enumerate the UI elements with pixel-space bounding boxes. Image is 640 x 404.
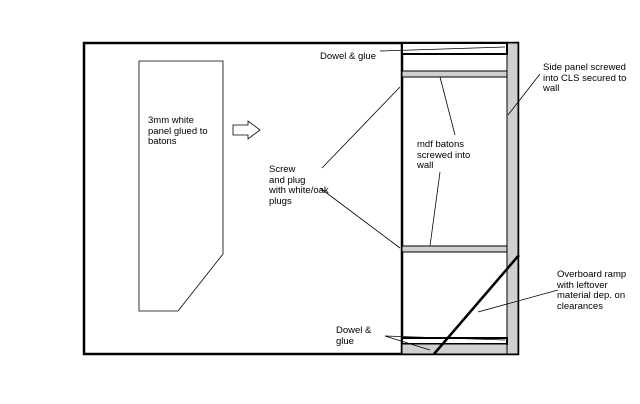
mdf-baton-middle — [401, 245, 508, 253]
leader-side-panel — [507, 73, 541, 116]
label-overboard-ramp: Overboard ramp with leftover material de… — [557, 269, 627, 312]
ramp-diagonal — [433, 254, 520, 355]
leader-mdf-lower — [429, 171, 441, 247]
mdf-baton-top — [401, 70, 508, 78]
label-dowel-top: Dowel & glue — [320, 51, 376, 62]
bottom-ramp-base — [401, 343, 508, 355]
leader-mdf-upper — [439, 76, 456, 136]
label-screw-plug: Screw and plug with white/oak plugs — [269, 164, 329, 207]
label-white-panel: 3mm white panel glued to batons — [148, 115, 208, 147]
label-dowel-bottom: Dowel & glue — [336, 325, 372, 347]
leader-dowel-bottom-2 — [384, 335, 431, 351]
side-panel — [506, 42, 519, 355]
leader-lines — [319, 46, 559, 351]
leader-screw-lower — [319, 187, 401, 249]
white-panel-outline — [138, 60, 224, 312]
leader-screw-upper — [321, 86, 401, 169]
leader-dowel-bottom-1 — [384, 335, 506, 341]
mdf-baton-bottom — [401, 337, 508, 345]
leader-dowel-top — [379, 46, 506, 52]
leader-ramp — [477, 289, 559, 313]
label-mdf-batons: mdf batons screwed into wall — [417, 139, 471, 171]
label-side-panel: Side panel screwed into CLS secured to w… — [543, 62, 627, 94]
outline-right-arrow-icon — [232, 120, 261, 140]
